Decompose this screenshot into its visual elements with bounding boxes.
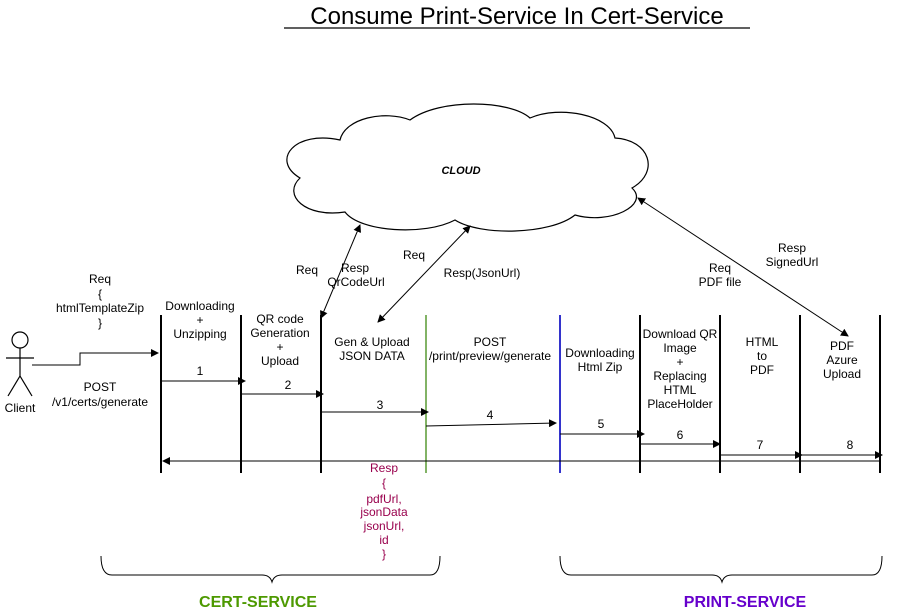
step-label-2: 2 <box>285 378 292 392</box>
print-service-brace <box>559 555 883 584</box>
col7-line-2: to <box>757 349 767 363</box>
cloud-label: CLOUD <box>441 165 480 177</box>
json-resp-label: Resp(JsonUrl) <box>444 266 521 280</box>
col2-line-3: + <box>276 340 283 354</box>
print-service-label: PRINT-SERVICE <box>684 594 807 611</box>
response-line-6: id <box>379 533 388 547</box>
pdf-resp-line-2: SignedUrl <box>766 255 819 269</box>
col5-line-1: Downloading <box>565 346 634 360</box>
col2-line-4: Upload <box>261 354 299 368</box>
col1-line-3: Unzipping <box>173 327 226 341</box>
step-label-5: 5 <box>598 417 605 431</box>
step-label-1: 1 <box>197 364 204 378</box>
col8-line-2: Azure <box>826 353 858 367</box>
client-req-line-3: htmlTemplateZip <box>56 301 144 315</box>
diagram-title: Consume Print-Service In Cert-Service <box>310 3 723 30</box>
qr-resp-line-2: QrCodeUrl <box>327 275 384 289</box>
cloud-link-json <box>377 225 471 323</box>
col3-line-1: Gen & Upload <box>334 335 409 349</box>
col1-line-2: + <box>196 313 203 327</box>
step-label-4: 4 <box>487 408 494 422</box>
response-line-4: jsonData <box>359 505 408 519</box>
col7-line-1: HTML <box>746 335 779 349</box>
col6-line-3: + <box>676 355 683 369</box>
cert-service-label: CERT-SERVICE <box>199 594 317 611</box>
client-actor-icon <box>6 331 34 397</box>
step-arrow-4 <box>425 419 557 428</box>
client-req-line-2: { <box>98 287 102 301</box>
client-post-line-1: POST <box>84 380 117 394</box>
col3-line-2: JSON DATA <box>339 349 405 363</box>
col4-line-1: POST <box>474 335 507 349</box>
cert-service-brace <box>100 555 441 584</box>
response-line-7: } <box>382 547 386 561</box>
step-label-8: 8 <box>847 438 854 452</box>
client-req-line-4: } <box>98 316 102 330</box>
pdf-req-line-1: Req <box>709 261 731 275</box>
json-req-label: Req <box>403 248 425 262</box>
col6-line-5: HTML <box>664 383 697 397</box>
qr-req-label: Req <box>296 263 318 277</box>
client-request-arrow <box>32 349 159 366</box>
step-label-7: 7 <box>757 438 764 452</box>
col4-line-2: /print/preview/generate <box>429 349 551 363</box>
client-post-line-2: /v1/certs/generate <box>52 395 148 409</box>
col5-line-2: Html Zip <box>578 360 623 374</box>
qr-resp-line-1: Resp <box>341 261 369 275</box>
response-line-5: jsonUrl, <box>363 519 405 533</box>
response-line-1: Resp <box>370 461 398 475</box>
col6-line-4: Replacing <box>653 369 706 383</box>
col7-line-3: PDF <box>750 363 774 377</box>
response-line-3: pdfUrl, <box>366 492 401 506</box>
client-req-line-1: Req <box>89 272 111 286</box>
step-label-3: 3 <box>377 398 384 412</box>
col6-line-1: Download QR <box>643 327 718 341</box>
col8-line-1: PDF <box>830 339 854 353</box>
response-line-2: { <box>382 476 386 490</box>
col8-line-3: Upload <box>823 367 861 381</box>
col6-line-6: PlaceHolder <box>647 397 712 411</box>
col2-line-1: QR code <box>256 312 304 326</box>
cloud-link-qr <box>320 224 361 319</box>
step-label-6: 6 <box>677 428 684 442</box>
col6-line-2: Image <box>663 341 697 355</box>
pdf-resp-line-1: Resp <box>778 241 806 255</box>
pdf-req-line-2: PDF file <box>699 275 742 289</box>
client-label: Client <box>5 401 36 415</box>
cloud-link-pdf <box>637 197 849 337</box>
col1-line-1: Downloading <box>165 299 234 313</box>
col2-line-2: Generation <box>250 326 309 340</box>
